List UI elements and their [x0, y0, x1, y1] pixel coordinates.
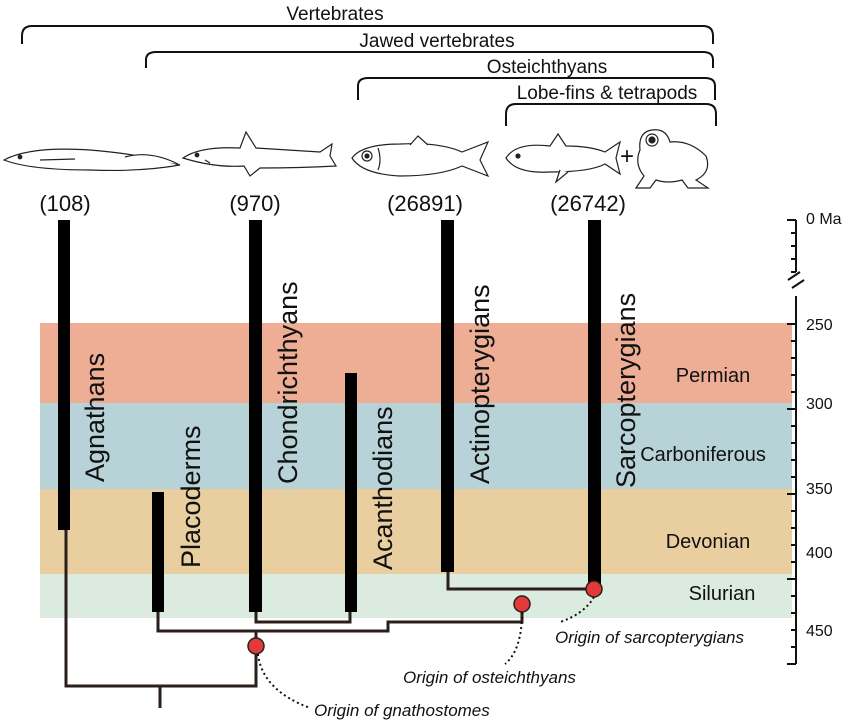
time-axis: 0 Ma 250 300 350 400 450 — [787, 211, 842, 665]
plus-sign: + — [620, 143, 634, 170]
bar-actinopterygians — [441, 220, 454, 572]
leader-gnathostomes — [257, 653, 311, 709]
axis-tick-250: 250 — [806, 317, 833, 334]
frog-icon — [634, 129, 710, 189]
bracket-vertebrates — [21, 25, 714, 44]
shark-icon — [181, 130, 338, 177]
taxon-label-placoderms: Placoderms — [176, 425, 206, 568]
leader-osteichthyans — [504, 611, 523, 665]
leader-sarcopterygians — [559, 596, 595, 623]
node-osteichthyans — [513, 595, 531, 613]
axis-break-icon — [787, 271, 805, 289]
branch-agnathans — [64, 530, 258, 688]
axis-tick-350: 350 — [806, 481, 833, 498]
bracket-lobefins — [505, 103, 717, 126]
rayfinned-fish-icon — [351, 135, 490, 178]
note-osteichthyans: Origin of osteichthyans — [403, 668, 576, 687]
taxon-label-acanthodians: Acanthodians — [368, 406, 398, 570]
bar-chondrichthyans — [249, 220, 262, 612]
taxon-label-chondrichthyans: Chondrichthyans — [273, 281, 303, 484]
node-gnathostomes — [247, 637, 265, 655]
bar-placoderms — [152, 492, 164, 612]
taxon-label-agnathans: Agnathans — [80, 353, 110, 482]
bar-sarcopterygians — [588, 220, 601, 584]
period-label-carboniferous: Carboniferous — [640, 444, 766, 466]
axis-tick-450: 450 — [806, 623, 833, 640]
axis-ticks — [787, 219, 796, 665]
group-label-osteichthyans: Osteichthyans — [487, 57, 607, 78]
band-permian — [40, 323, 792, 403]
branch-chondrichthyan-link — [254, 612, 352, 624]
group-label-jawed: Jawed vertebrates — [359, 31, 514, 52]
group-label-lobefins: Lobe-fins & tetrapods — [517, 83, 698, 104]
annotation-leaders — [257, 596, 595, 709]
taxon-label-sarcopterygians: Sarcopterygians — [611, 293, 641, 488]
count-chondrichthyans: (970) — [229, 191, 280, 216]
band-carboniferous — [40, 403, 792, 489]
note-sarcopterygians: Origin of sarcopterygians — [555, 628, 744, 647]
coelacanth-icon — [505, 132, 621, 184]
band-devonian — [40, 489, 792, 574]
period-label-devonian: Devonian — [666, 531, 751, 553]
bar-agnathans — [58, 220, 70, 530]
taxon-label-actinopterygians: Actinopterygians — [465, 284, 495, 484]
branch-osteichthyan-link — [446, 572, 594, 591]
band-silurian — [40, 574, 792, 618]
bracket-osteichthyans — [357, 77, 716, 100]
count-agnathans: (108) — [39, 191, 90, 216]
axis-tick-300: 300 — [806, 396, 833, 413]
bracket-jawed — [145, 51, 714, 68]
group-label-vertebrates: Vertebrates — [286, 4, 383, 25]
note-gnathostomes: Origin of gnathostomes — [314, 701, 490, 720]
lamprey-icon — [2, 148, 181, 172]
axis-label-0ma: 0 Ma — [806, 211, 842, 228]
bar-acanthodians — [345, 373, 357, 612]
axis-tick-400: 400 — [806, 545, 833, 562]
node-sarcopterygians — [585, 580, 603, 598]
group-brackets — [21, 25, 717, 126]
period-bands — [40, 323, 792, 618]
count-sarcopterygians: (26742) — [550, 191, 626, 216]
count-actinopterygians: (26891) — [387, 191, 463, 216]
period-label-permian: Permian — [676, 365, 750, 387]
lineage-bars — [58, 220, 601, 612]
period-label-silurian: Silurian — [689, 583, 756, 605]
